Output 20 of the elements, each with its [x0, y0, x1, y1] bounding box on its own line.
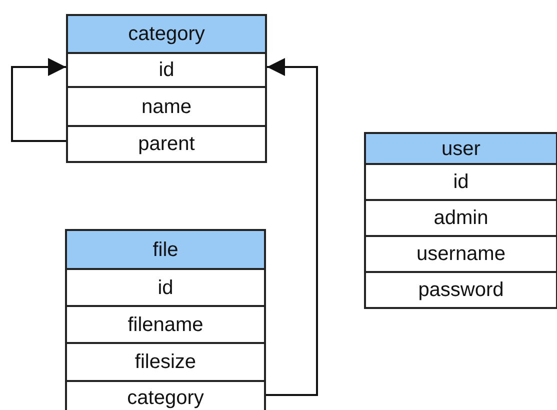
table-title: category [127, 23, 206, 45]
field-name: id [156, 276, 174, 298]
table-box [65, 229, 266, 410]
arrow [266, 58, 318, 396]
field-name: filesize [134, 351, 198, 373]
arrow [11, 58, 66, 142]
table-box [364, 132, 557, 309]
field-name: parent [137, 133, 196, 155]
field-name: id [158, 59, 176, 81]
table-title: user [440, 138, 482, 160]
table-title: file [152, 238, 180, 260]
field-name: admin [432, 207, 490, 229]
field-name: filename [126, 314, 204, 336]
field-name: password [417, 279, 505, 301]
field-name: name [140, 96, 193, 118]
field-row [67, 380, 264, 410]
field-name: category [126, 387, 205, 409]
field-name: username [416, 243, 506, 265]
field-name: id [452, 171, 470, 193]
table-box [66, 14, 267, 163]
